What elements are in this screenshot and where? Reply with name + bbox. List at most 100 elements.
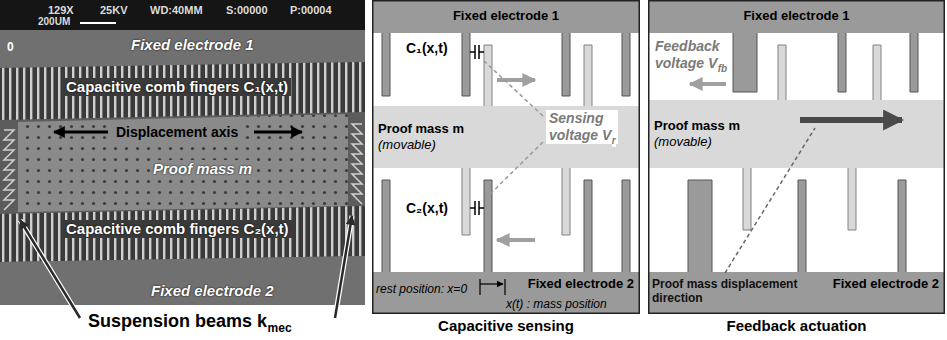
label-holder: 25KV: [100, 4, 128, 17]
node-label: Fixed electrode 2: [528, 276, 634, 292]
label-holder: mec: [268, 321, 292, 335]
node-label: (movable): [378, 137, 436, 153]
fixed-electrode-fill: [648, 272, 945, 313]
label-patch: Capacitive comb fingers C₂(x,t): [63, 220, 292, 238]
displacement-arrow: [254, 131, 302, 134]
pointer-halo: [335, 216, 352, 318]
mass-finger: [743, 168, 856, 230]
label-patch: Feedback voltage V: [652, 38, 724, 72]
photo-mark: 0: [7, 40, 14, 54]
position-arrow: [480, 283, 503, 284]
pointer-arrow: [335, 216, 352, 318]
sem-info: 25KV: [100, 4, 128, 16]
part-name: Capacitive comb fingers C₂(x,t): [66, 220, 289, 237]
label-patch: r: [612, 135, 616, 147]
leader-line: [483, 60, 543, 116]
label-holder: S:00000: [226, 4, 268, 17]
capacitance-label: C₂(x,t): [406, 200, 448, 216]
sem-info-strip: [0, 0, 365, 30]
label-patch: Proof mass m: [150, 160, 255, 178]
comb-fingers-photo: [0, 62, 365, 120]
panel-frame: [373, 1, 640, 314]
fixed-finger: [733, 33, 918, 92]
comb-fingers-photo: [0, 206, 365, 262]
label-patch: Displacement axis: [113, 124, 241, 141]
label-holder: rest position: x=0: [376, 282, 472, 296]
panel-frame: [649, 1, 945, 314]
displacement-arrow: [800, 117, 902, 123]
displacement-arrow: [54, 131, 108, 134]
sem-info: 129X: [48, 4, 74, 16]
axis-label: Displacement axis: [116, 124, 238, 140]
suspension-beam: [4, 130, 14, 210]
label-patch: 0: [4, 40, 17, 54]
sem-info: S:00000: [226, 4, 268, 16]
panel-caption: Feedback actuation: [726, 317, 866, 336]
node-label: (movable): [654, 134, 712, 150]
proof-mass-photo: [18, 114, 348, 212]
pointer-label: Proof mass displacement direction: [652, 277, 797, 305]
fixed-electrode: Fixed electrode 1: [372, 0, 640, 33]
label-holder: Suspension beams k: [88, 311, 267, 333]
part-name: Capacitive comb fingers C₁(x,t): [66, 78, 288, 95]
capacitance-label: C₁(x,t): [406, 40, 448, 56]
label-holder: C₂(x,t): [406, 200, 448, 217]
label-holder: 200UM: [38, 16, 70, 28]
signal-label: Sensing voltage V: [549, 110, 611, 143]
node-label: Proof mass m: [378, 121, 464, 137]
node-label: Fixed electrode 2: [833, 276, 939, 292]
fixed-finger: [382, 180, 630, 272]
label-patch: Fixed electrode 2: [148, 282, 277, 300]
sem-info: WD:40MM: [150, 4, 203, 16]
label-holder: Proof mass displacement direction: [652, 277, 800, 306]
label-patch: fb: [718, 63, 727, 75]
signal-label: Feedback voltage V: [655, 38, 720, 71]
force-arrow: [690, 82, 726, 86]
label-patch: Capacitive comb fingers C₁(x,t): [63, 78, 291, 96]
subscript: r: [612, 135, 616, 146]
capacitor-symbol: [470, 201, 484, 215]
axis-label: x(t) : mass position: [506, 297, 607, 311]
position-tick: [480, 279, 505, 295]
motion-arrow: [497, 238, 535, 242]
fixed-finger: [382, 33, 630, 96]
node-label: Fixed electrode 1: [743, 8, 849, 24]
leader-line: [725, 128, 815, 273]
sem-photo: [0, 0, 365, 305]
node-label: Proof mass m: [654, 118, 740, 134]
part-name: Proof mass m: [153, 160, 252, 177]
panel-caption: Capacitive sensing: [438, 317, 574, 336]
subscript: mec: [268, 321, 292, 335]
node-label: Fixed electrode 1: [453, 8, 559, 24]
label-holder: P:00004: [290, 4, 332, 17]
label-holder: 129X: [48, 4, 74, 17]
subscript: fb: [718, 63, 727, 74]
fixed-electrode-fill: [372, 0, 640, 33]
part-name: Fixed electrode 1: [131, 36, 254, 53]
fixed-finger: [688, 180, 906, 272]
label-patch: Fixed electrode 1: [128, 36, 257, 54]
suspension-beam: [352, 124, 362, 204]
scale-bar: [80, 22, 116, 24]
fixed-electrode-fill: [372, 272, 640, 313]
part-name: Fixed electrode 2: [151, 282, 274, 299]
mass-finger: [778, 45, 881, 100]
capacitor-symbol: [470, 45, 484, 59]
mass-finger: [462, 168, 570, 235]
sem-info: P:00004: [290, 4, 332, 16]
label-holder: x(t) : mass position: [506, 297, 607, 311]
proof-mass: Proof mass m(movable): [648, 100, 945, 168]
label-holder: WD:40MM: [150, 4, 203, 17]
leader-line: [483, 142, 543, 201]
fixed-electrode-fill: [648, 0, 945, 33]
proof-mass-fill: [372, 106, 640, 168]
part-name: Suspension beams k: [88, 311, 267, 331]
label-holder: C₁(x,t): [406, 40, 448, 57]
fixed-electrode: Fixed electrode 1: [648, 0, 945, 33]
scale-label: 200UM: [38, 16, 70, 27]
motion-arrow: [497, 78, 535, 82]
fixed-electrode-photo: [0, 30, 365, 68]
axis-label: rest position: x=0: [376, 282, 467, 296]
label-patch: Sensing voltage V: [546, 110, 618, 144]
